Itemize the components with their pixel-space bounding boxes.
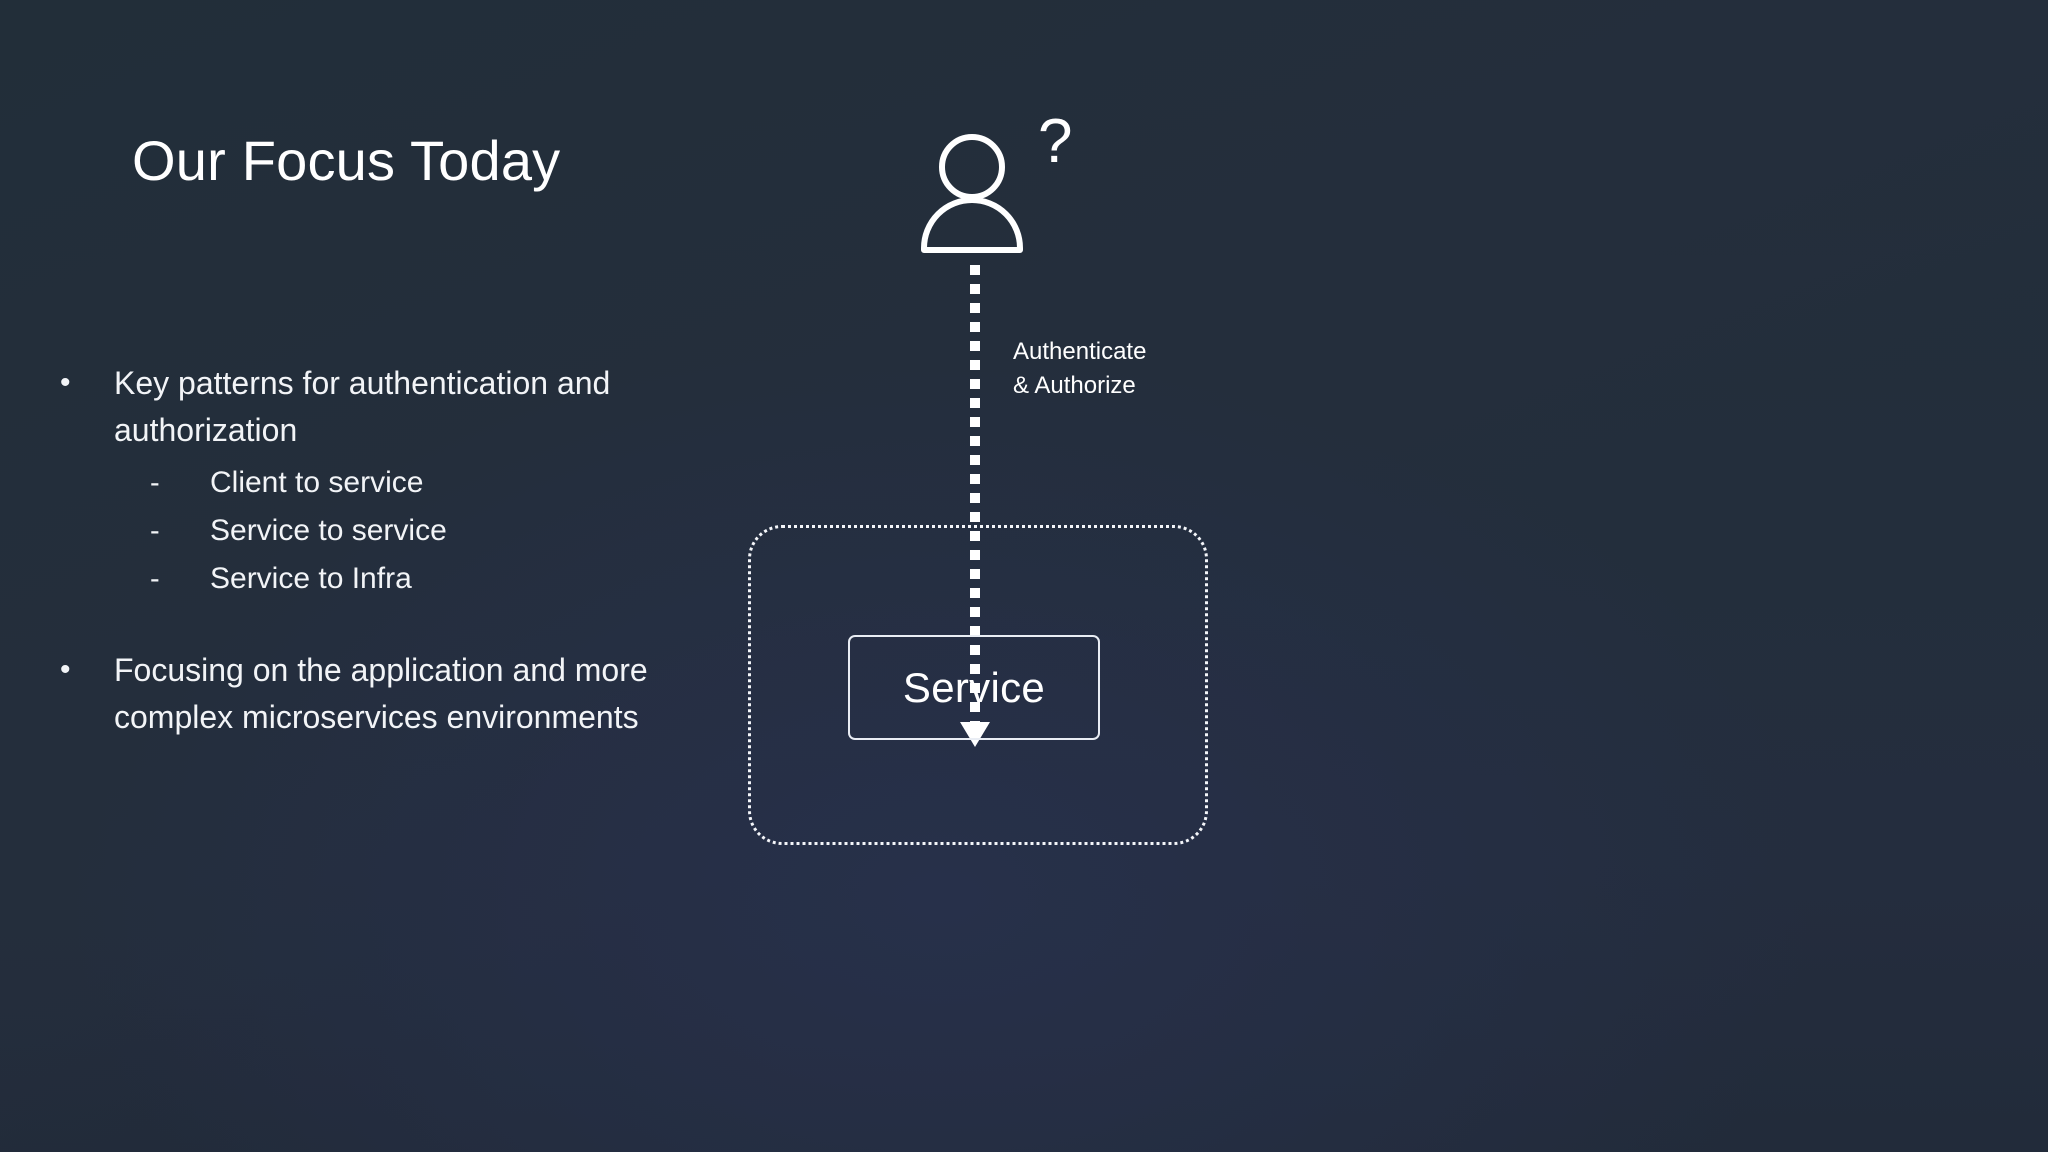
bullet-marker: •: [60, 653, 71, 686]
auth-arrow-label-line2: & Authorize: [1013, 372, 1136, 399]
sub-bullet-text: Service to service: [210, 514, 447, 547]
auth-arrow-label-line1: Authenticate: [1013, 338, 1147, 365]
sub-bullet-marker: -: [150, 467, 160, 499]
service-box: Service: [848, 635, 1100, 740]
list-item: - Service to service: [50, 507, 750, 555]
list-spacer: [50, 603, 750, 647]
auth-arrow-label: Authenticate & Authorize: [1013, 335, 1146, 403]
sub-bullet-text: Service to Infra: [210, 562, 412, 595]
bullet-marker: •: [60, 366, 71, 399]
page-title: Our Focus Today: [132, 129, 561, 192]
sub-bullet-marker: -: [150, 563, 160, 595]
person-icon: [915, 130, 1045, 255]
sub-bullet-marker: -: [150, 515, 160, 547]
service-box-label: Service: [902, 663, 1046, 711]
auth-arrow-head: [960, 722, 990, 747]
bullet-list: • Key patterns for authentication and au…: [50, 360, 750, 740]
list-item: - Service to Infra: [50, 555, 750, 603]
sub-bullet-text: Client to service: [210, 466, 424, 499]
bullet-text: Key patterns for authentication and auth…: [114, 365, 611, 448]
list-item: • Focusing on the application and more c…: [50, 647, 750, 740]
question-mark-badge: ?: [1038, 107, 1073, 176]
list-item: • Key patterns for authentication and au…: [50, 360, 750, 453]
list-item: - Client to service: [50, 459, 750, 507]
auth-arrow-line: [970, 265, 980, 735]
sub-bullet-list: - Client to service - Service to service…: [50, 459, 750, 603]
architecture-diagram: ? Authenticate & Authorize Service: [720, 110, 1340, 860]
service-boundary: Service: [748, 525, 1208, 845]
bullet-text: Focusing on the application and more com…: [114, 652, 648, 735]
